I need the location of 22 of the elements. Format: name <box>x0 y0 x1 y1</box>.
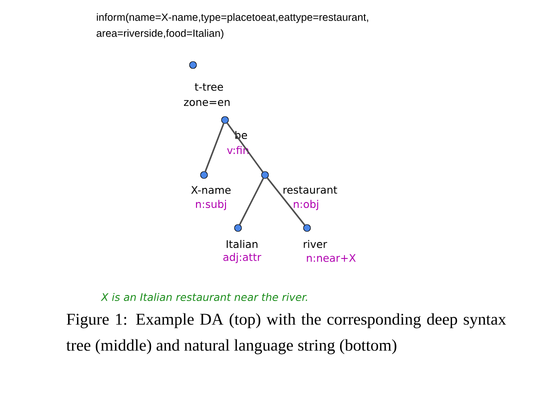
tree-node: t-tree zone=en <box>184 61 230 106</box>
node-label: n:subj <box>196 200 226 210</box>
dialogue-act-text: inform(name=X-name,type=placetoeat,eattype=restaurant, area=riverside,food=Italian) <box>96 13 368 39</box>
node-label: river <box>304 240 328 248</box>
tree-node: restaurant n:obj <box>261 171 338 210</box>
tree-node: X-name n:subj <box>191 171 231 210</box>
tree-branch <box>266 178 306 226</box>
node-label: Italian <box>226 240 258 248</box>
tree-node: Italian adj:attr <box>223 224 262 264</box>
tree-branch <box>239 178 264 225</box>
node-label: zone=en <box>184 100 230 106</box>
output-sentence: X is an Italian restaurant near the river. <box>100 292 308 302</box>
tree-branch <box>204 123 224 172</box>
node-label: X-name <box>191 186 231 194</box>
tree-branch <box>226 122 264 172</box>
tree-node: river n:near+X <box>303 224 356 262</box>
node-label: adj:attr <box>223 252 262 264</box>
node-label: t-tree <box>194 83 223 91</box>
node-label: n:obj <box>294 200 318 210</box>
node-label: n:near+X <box>306 254 356 262</box>
node-label: restaurant <box>284 186 338 194</box>
figure-caption: Figure 1: Example DA (top) with the corresponding deep syntax tree (middle) and natural language string (bottom) <box>66 313 506 354</box>
